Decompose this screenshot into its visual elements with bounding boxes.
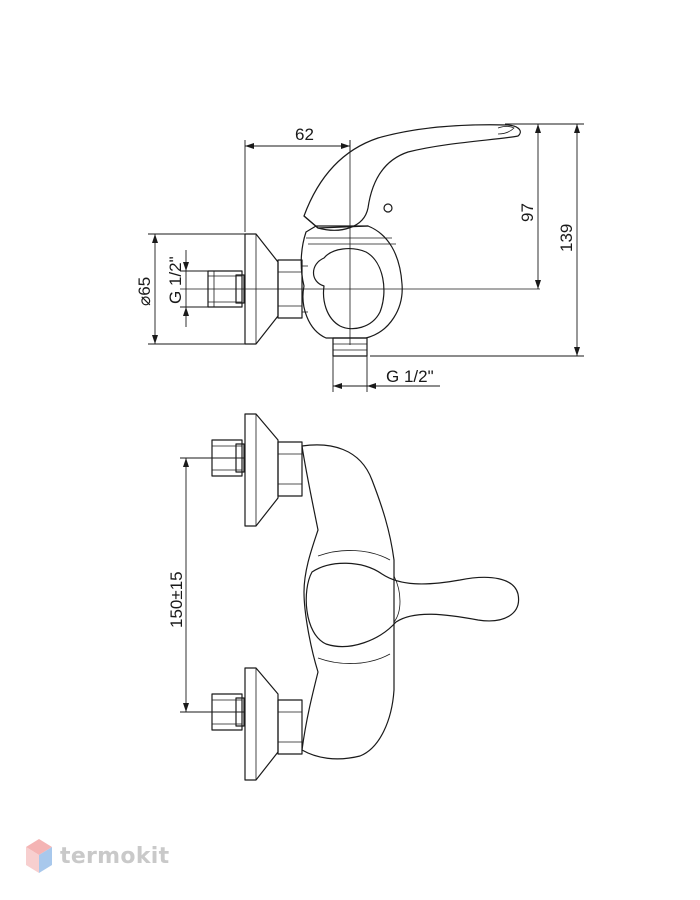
dim-62-label: 62 [295,125,314,144]
dim-139: 139 [370,123,584,357]
dim-center-distance-label: 150±15 [167,571,186,628]
dim-inlet-thread-label: G 1/2" [166,256,185,304]
top-lever-handle [305,562,520,648]
dim-flange-diameter-label: ⌀65 [135,277,154,306]
dim-97: 97 [505,123,545,289]
dim-outlet-thread: G 1/2" [332,356,440,392]
dim-97-label: 97 [518,203,537,222]
top-lower-inlet [211,667,303,781]
top-upper-inlet [211,413,303,527]
dim-139-label: 139 [557,224,576,252]
top-mixer-body [301,444,395,760]
side-lever-handle [303,124,521,231]
dim-inlet-thread: G 1/2" [166,250,208,327]
dim-flange-diameter: ⌀65 [135,233,245,345]
dim-62: 62 [244,125,351,232]
dim-center-distance: 150±15 [167,457,244,713]
dim-outlet-thread-label: G 1/2" [386,367,434,386]
watermark-brand-text: termokit [60,843,170,869]
side-view: 62 97 139 ⌀65 [135,123,584,392]
top-view: 150±15 [167,413,520,781]
watermark: termokit [24,836,169,876]
cube-logo-icon [26,839,52,873]
side-mixer-body [300,225,403,339]
